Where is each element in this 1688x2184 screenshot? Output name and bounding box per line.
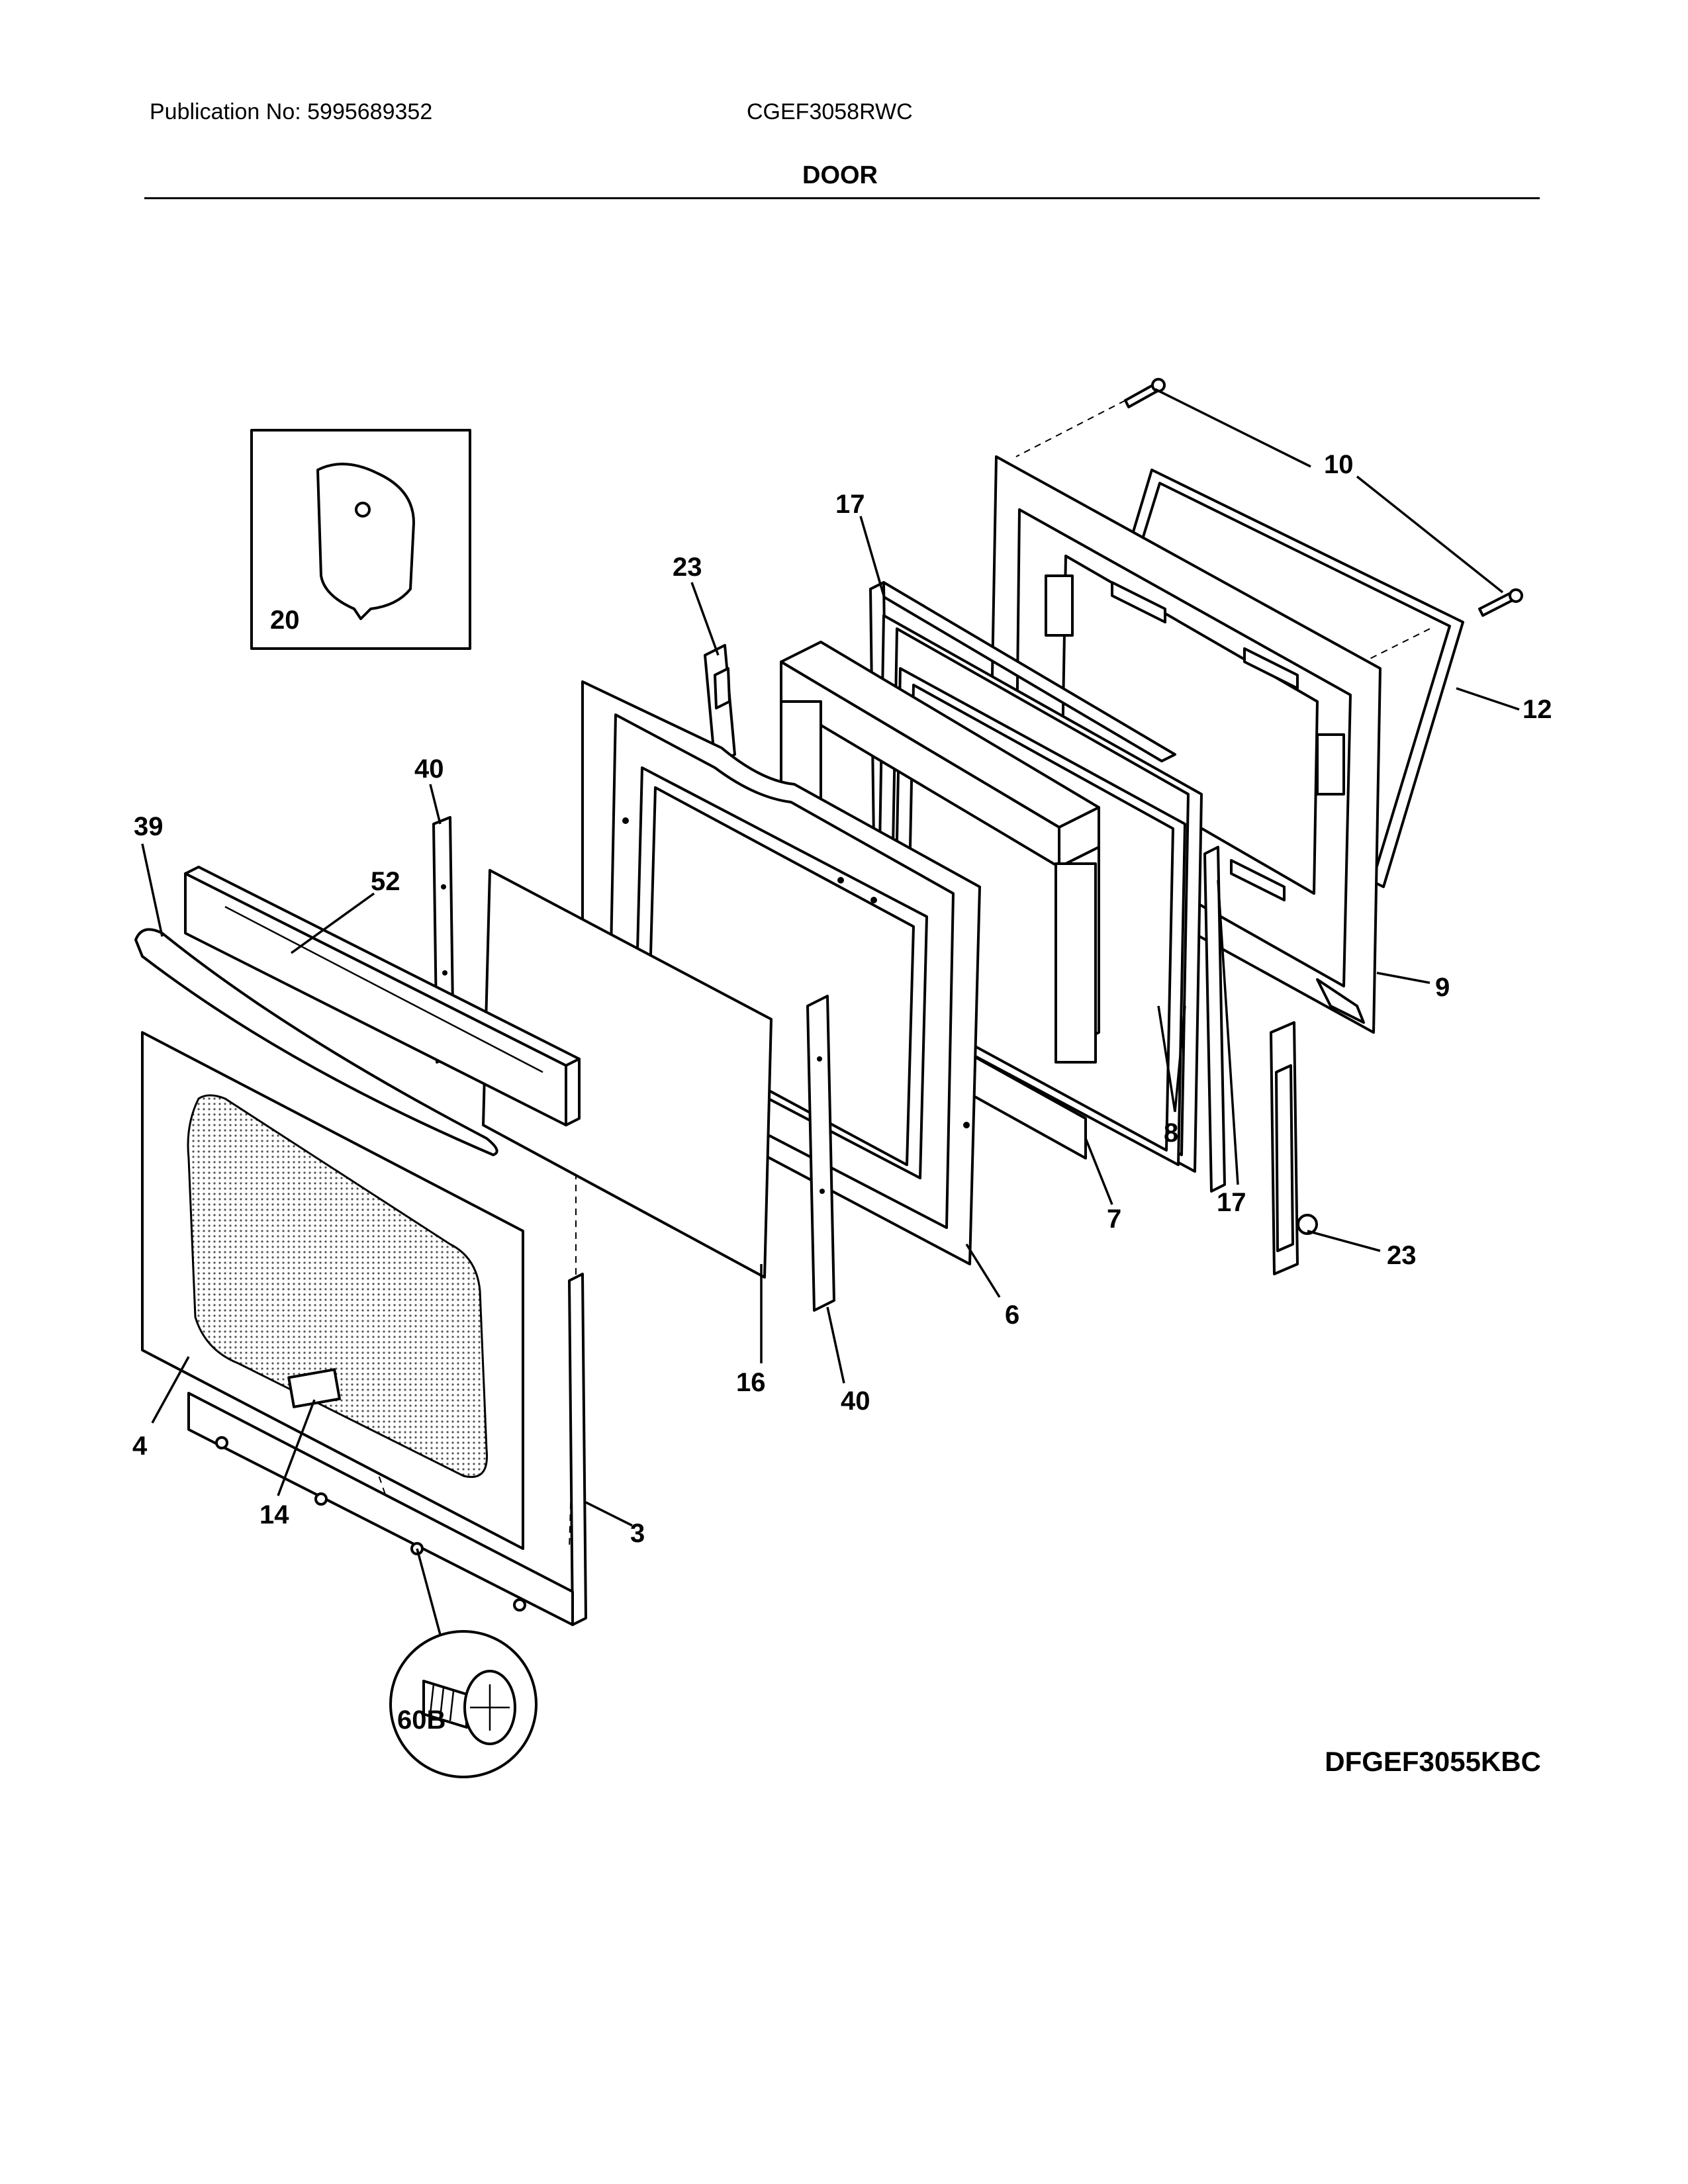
part-39-handle [134, 928, 498, 1156]
callout-9: 9 [1435, 973, 1450, 1002]
callout-4: 4 [132, 1432, 148, 1461]
callout-20: 20 [270, 606, 300, 635]
callout-16: 16 [736, 1368, 766, 1397]
part-4-outer-door [141, 1031, 524, 1550]
part-23-hinge-upper [704, 644, 736, 766]
part-6-door-liner [581, 680, 981, 1265]
callout-17-upper: 17 [835, 490, 865, 519]
part-9-inner-panel [988, 455, 1382, 1034]
callout-40-lower: 40 [841, 1387, 870, 1416]
callout-3: 3 [630, 1519, 645, 1548]
callout-52: 52 [371, 867, 400, 896]
callout-8: 8 [1164, 1118, 1178, 1148]
callout-12: 12 [1523, 695, 1552, 724]
callout-23-upper: 23 [673, 553, 702, 582]
callout-7: 7 [1107, 1205, 1121, 1234]
callout-40-upper: 40 [414, 754, 444, 784]
part-17-gasket-right [1203, 846, 1226, 1193]
part-3-trim-channel [187, 1273, 587, 1626]
callout-39: 39 [134, 812, 164, 841]
section-title: DOOR [802, 161, 878, 189]
publication-number: Publication No: 5995689352 [150, 99, 433, 124]
diagram-code: DFGEF3055KBC [1325, 1746, 1541, 1777]
leader-lines [141, 388, 1520, 1635]
part-23-hinge-lower [1270, 1021, 1318, 1275]
callout-14: 14 [259, 1500, 289, 1529]
part-60b-screw-detail [389, 1630, 538, 1778]
callout-6: 6 [1005, 1300, 1019, 1330]
header-rule [144, 197, 1540, 199]
callout-60b: 60B [397, 1706, 445, 1735]
callout-23-lower: 23 [1387, 1241, 1417, 1270]
part-52-trim-bar [184, 866, 581, 1126]
part-20-inset [250, 429, 471, 650]
model-number: CGEF3058RWC [747, 99, 913, 124]
part-40-bracket-right [806, 995, 835, 1312]
callout-10: 10 [1324, 450, 1354, 479]
callout-labels: 10 12 9 17 17 8 7 23 23 6 16 40 40 39 52… [132, 450, 1552, 1735]
part-7-insulation [780, 641, 1100, 1160]
callout-17-lower: 17 [1217, 1188, 1246, 1217]
